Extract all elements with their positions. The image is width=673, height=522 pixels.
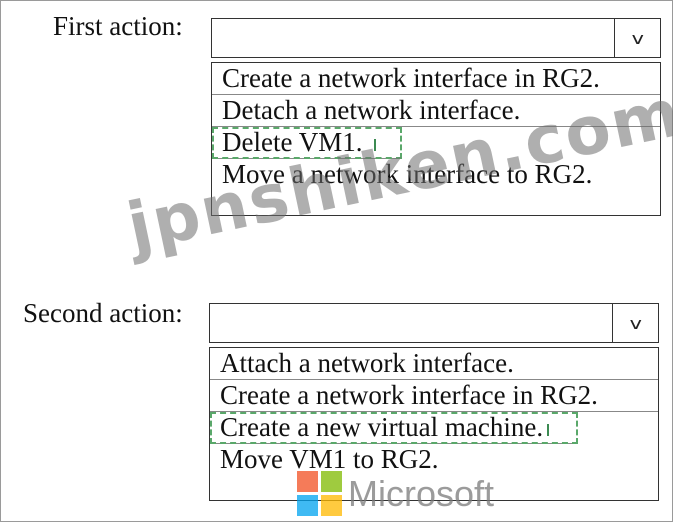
first-action-dropdown[interactable]: v (211, 18, 661, 58)
second-action-dropdown[interactable]: v (209, 303, 659, 343)
chevron-down-icon: v (629, 313, 642, 333)
second-action-dropdown-toggle[interactable]: v (612, 304, 658, 342)
microsoft-logo: Microsoft (297, 471, 494, 516)
logo-square-green (321, 471, 342, 492)
second-option-2[interactable]: Create a network interface in RG2. (210, 380, 658, 412)
microsoft-squares-icon (297, 471, 342, 516)
second-option-1[interactable]: Attach a network interface. (210, 348, 658, 380)
first-option-3-text: Delete VM1. (222, 127, 363, 157)
logo-square-blue (297, 495, 318, 516)
first-option-4[interactable]: Move a network interface to RG2. (222, 159, 593, 189)
first-option-2[interactable]: Detach a network interface. (212, 95, 660, 127)
second-action-options: Attach a network interface. Create a net… (209, 347, 659, 501)
logo-square-yellow (321, 495, 342, 516)
logo-square-red (297, 471, 318, 492)
microsoft-wordmark: Microsoft (348, 472, 495, 514)
chevron-down-icon: v (631, 28, 644, 48)
first-option-1[interactable]: Create a network interface in RG2. (212, 63, 660, 95)
first-action-label: First action: (53, 11, 183, 41)
text-cursor-mark (547, 423, 550, 436)
second-option-4[interactable]: Move VM1 to RG2. (220, 444, 439, 474)
first-action-options: Create a network interface in RG2. Detac… (211, 62, 661, 216)
first-action-dropdown-toggle[interactable]: v (614, 19, 660, 57)
text-cursor-mark (374, 138, 377, 151)
second-option-3[interactable]: Create a new virtual machine. (210, 412, 578, 444)
first-option-3[interactable]: Delete VM1. (212, 127, 402, 159)
second-action-label: Second action: (23, 298, 183, 328)
second-option-3-text: Create a new virtual machine. (220, 412, 544, 442)
